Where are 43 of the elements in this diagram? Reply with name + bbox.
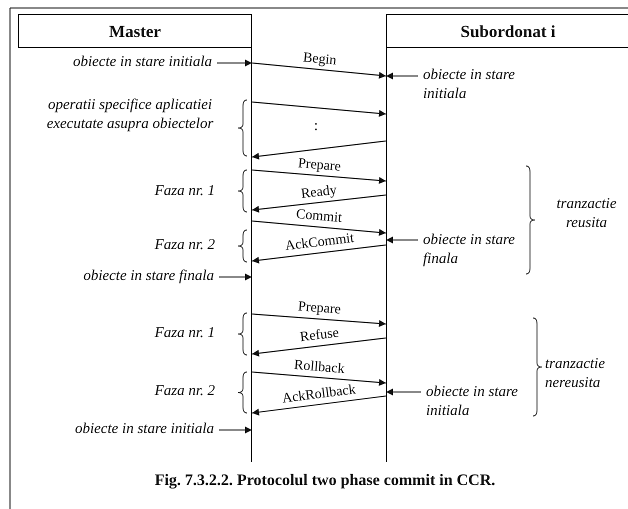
arrow [217,60,252,66]
arrow [252,62,386,79]
arrow [252,244,386,264]
arrow [252,220,386,236]
arrow [386,236,418,244]
state-note: obiecte in stare initiala [10,53,212,72]
arrow [252,371,386,386]
arrow [252,337,386,357]
arrow [252,169,386,184]
arrow [252,313,386,327]
transaction-label: tranzactie nereusita [545,355,606,393]
phase-label: Faza nr. 2 [154,382,215,401]
ellipsis-mark: : [312,118,320,135]
edge-label: Begin [300,50,338,68]
arrow [219,274,252,280]
edge-label: Ready [299,182,338,202]
edge-label: Prepare [296,299,342,318]
note-text: operatii specifice aplicatiei executate asupra obiectelor [46,96,214,134]
arrow [386,388,421,396]
edge-label: AckCommit [282,230,356,254]
figure-caption: Fig. 7.3.2.2. Protocolul two phase commit in CCR. [154,472,496,490]
participant-header: Subordonat i [387,14,628,48]
arrow [252,194,386,213]
phase-label: Faza nr. 1 [154,324,215,343]
state-note: obiecte in stare initiala [426,383,518,421]
participant-header: Master [18,14,252,48]
state-note: obiecte in stare finala [10,267,214,286]
arrow [252,101,386,117]
state-note: obiecte in stare initiala [423,66,515,104]
phase-label: Faza nr. 1 [154,182,215,201]
edge-label: Prepare [296,156,342,174]
state-note: obiecte in stare initiala [10,420,214,439]
transaction-label: tranzactie reusita [556,195,618,233]
edge-label: Refuse [298,326,340,346]
edge-label: Commit [294,206,344,226]
state-note: obiecte in stare finala [423,231,515,269]
arrow [252,395,386,416]
edge-label: AckRollback [280,382,358,406]
arrow [386,72,418,80]
edge-label: Rollback [292,357,346,377]
arrow [219,426,252,434]
arrow [252,140,386,160]
phase-label: Faza nr. 2 [154,236,215,255]
